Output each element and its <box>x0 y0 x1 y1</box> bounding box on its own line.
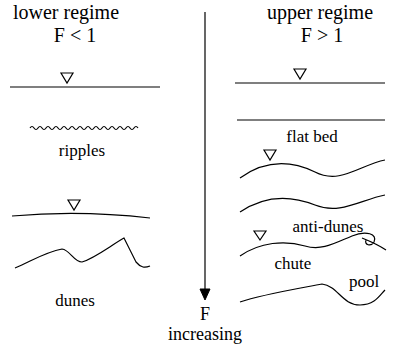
text-label: flat bed <box>286 128 337 147</box>
water-surface <box>10 86 160 87</box>
water-surface <box>235 82 385 83</box>
text-label: F increasing <box>168 305 242 345</box>
water-level-symbol <box>254 231 266 240</box>
text-label: lower regime <box>13 1 119 23</box>
text-label: ripples <box>59 142 105 161</box>
flat-bed <box>237 119 385 120</box>
ripple-bed <box>30 127 138 130</box>
text-label: upper regime <box>267 1 373 23</box>
water-level-symbol <box>68 200 80 210</box>
dune-bed <box>15 238 150 268</box>
text-label: anti-dunes <box>293 218 364 237</box>
antidune-bed <box>240 195 385 212</box>
text-label: pool <box>349 273 379 292</box>
text-label: chute <box>275 255 312 274</box>
text-label: dunes <box>55 292 95 311</box>
water-surface <box>12 213 150 218</box>
text-label: F > 1 <box>301 24 343 46</box>
flow-arrow-shaft <box>204 12 205 292</box>
water-level-symbol <box>264 150 276 160</box>
water-surface <box>240 160 385 178</box>
text-label: F < 1 <box>54 24 96 46</box>
water-level-symbol <box>294 69 306 79</box>
water-level-symbol <box>61 73 73 83</box>
flow-arrow-head <box>200 289 210 300</box>
